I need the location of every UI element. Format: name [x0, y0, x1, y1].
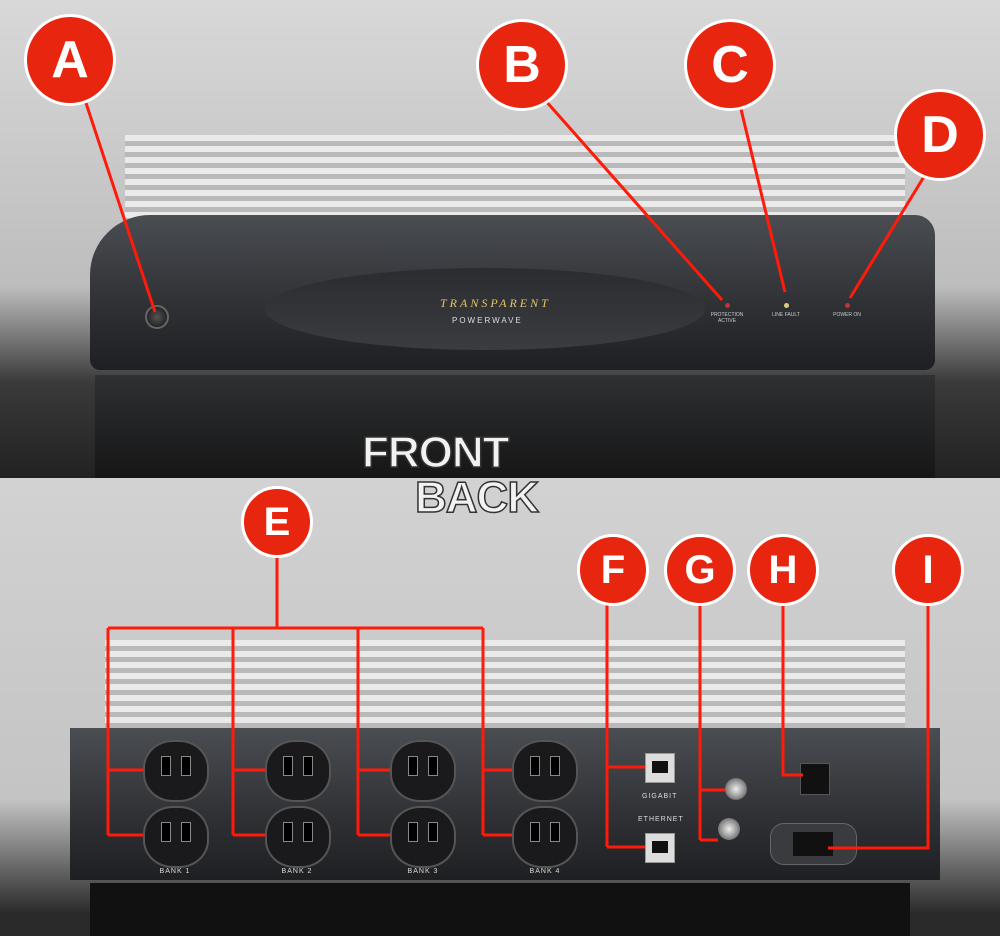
reflection — [90, 883, 910, 936]
marker-i: I — [892, 534, 964, 606]
model-name: POWERWAVE — [452, 316, 523, 325]
outlet-bank3-bottom[interactable] — [390, 806, 456, 868]
back-view-photo: BANK 1 BANK 2 BANK 3 BANK 4 GIGABIT ETHE… — [0, 478, 1000, 936]
iec-power-inlet[interactable] — [770, 823, 857, 865]
bank-1-label: BANK 1 — [159, 868, 191, 875]
marker-h: H — [747, 534, 819, 606]
power-on-led — [845, 303, 850, 308]
marker-b: B — [476, 19, 568, 111]
reflection — [95, 375, 935, 478]
ethernet-port-top[interactable] — [645, 753, 675, 783]
marker-d: D — [894, 89, 986, 181]
gigabit-label: GIGABIT — [642, 793, 678, 800]
bank-3-label: BANK 3 — [407, 868, 439, 875]
dip-switch[interactable] — [800, 763, 830, 795]
outlet-bank4-bottom[interactable] — [512, 806, 578, 868]
marker-f: F — [577, 534, 649, 606]
power-button[interactable] — [145, 305, 169, 329]
line-fault-led — [784, 303, 789, 308]
front-label: FRONT — [361, 427, 510, 478]
outlet-bank3-top[interactable] — [390, 740, 456, 802]
bank-4-label: BANK 4 — [529, 868, 561, 875]
outlet-bank2-bottom[interactable] — [265, 806, 331, 868]
outlet-bank1-bottom[interactable] — [143, 806, 209, 868]
protection-led — [725, 303, 730, 308]
outlet-bank4-top[interactable] — [512, 740, 578, 802]
bank-2-label: BANK 2 — [281, 868, 313, 875]
bnc-connector-bottom[interactable] — [718, 818, 740, 840]
marker-a: A — [24, 14, 116, 106]
power-on-label: POWER ON — [833, 312, 861, 318]
display-panel — [265, 268, 705, 350]
marker-e: E — [241, 486, 313, 558]
ethernet-port-bottom[interactable] — [645, 833, 675, 863]
bnc-connector-top[interactable] — [725, 778, 747, 800]
outlet-bank1-top[interactable] — [143, 740, 209, 802]
marker-g: G — [664, 534, 736, 606]
ethernet-label: ETHERNET — [638, 816, 684, 823]
heatsink-fins — [105, 640, 905, 730]
brand-logo: TRANSPARENT — [440, 296, 551, 310]
line-fault-label: LINE FAULT — [772, 312, 800, 318]
outlet-bank2-top[interactable] — [265, 740, 331, 802]
marker-c: C — [684, 19, 776, 111]
back-label: BACK — [414, 472, 540, 523]
protection-label: PROTECTION ACTIVE — [710, 312, 744, 324]
